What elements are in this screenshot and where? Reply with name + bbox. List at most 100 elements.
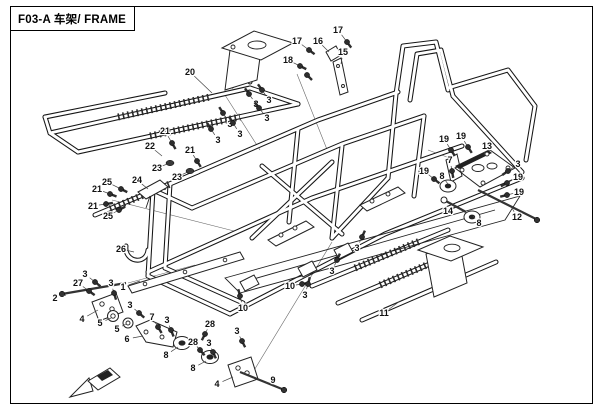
bolt-head	[465, 144, 471, 150]
callout-label: 19	[514, 187, 524, 197]
callout-label: 3	[329, 266, 334, 276]
bolt-icon	[501, 168, 511, 176]
bolt-icon	[111, 290, 118, 301]
part-12-bolt	[477, 189, 541, 224]
callout-label: 7	[149, 312, 154, 322]
bolt-icon	[210, 349, 217, 359]
callout-label: 7	[447, 155, 452, 165]
bolt-icon	[297, 63, 307, 71]
callout-label: 13	[482, 141, 492, 151]
page-title: F03-A 车架/ FRAME	[18, 13, 126, 26]
bolt-head	[208, 126, 214, 132]
frame-details	[58, 30, 541, 398]
bolt-head	[220, 110, 226, 116]
bolt-icon	[359, 230, 366, 240]
callout-label: 5	[97, 318, 102, 328]
bolt-icon	[103, 201, 114, 207]
bolt-head	[504, 180, 510, 186]
leader-line	[141, 183, 149, 190]
bolt-icon	[86, 288, 96, 297]
bolt-head	[202, 331, 208, 337]
callout-label: 21	[92, 184, 102, 194]
bolt-icon	[116, 205, 126, 213]
callout-label: 3	[108, 278, 113, 288]
callout-label: 3	[354, 243, 359, 253]
callout-label: 20	[185, 67, 195, 77]
callout-label: 17	[292, 36, 302, 46]
leader-line	[452, 205, 457, 209]
title-block: F03-A 车架/ FRAME	[10, 6, 135, 31]
bolt-icon	[465, 144, 473, 154]
bolt-icon	[244, 87, 252, 97]
callout-label: 14	[443, 206, 453, 216]
bolt-head	[239, 338, 245, 344]
callout-label: 3	[237, 129, 242, 139]
callout-label: 8	[190, 363, 195, 373]
part-9-bolt	[239, 370, 288, 394]
callout-label: 3	[266, 95, 271, 105]
bolt-icon	[449, 168, 455, 179]
bolt-head	[168, 327, 174, 333]
callout-label: 28	[205, 319, 215, 329]
callout-label: 11	[379, 308, 389, 318]
callout-label: 4	[79, 314, 84, 324]
dome-washer-icon	[165, 160, 175, 166]
bolt-icon	[237, 288, 243, 299]
leader-line	[194, 75, 213, 94]
bolt-head	[107, 191, 113, 197]
part-14-spacer	[440, 196, 467, 213]
leader-line	[388, 300, 401, 310]
bolt-icon	[118, 186, 128, 194]
direction-flag-icon	[68, 367, 121, 398]
bolt-head	[169, 140, 175, 146]
callout-label: 9	[270, 375, 275, 385]
bolt-head	[306, 47, 312, 53]
bolt-icon	[305, 276, 311, 287]
bolt-head	[259, 87, 265, 93]
leader-line	[265, 382, 268, 384]
callout-label: 26	[116, 244, 126, 254]
bolt-icon	[257, 83, 265, 93]
bolt-icon	[499, 192, 510, 198]
bolt-head	[194, 158, 200, 164]
bolt-icon	[92, 279, 102, 288]
bolt-head	[504, 192, 510, 198]
bolt-head	[344, 39, 350, 45]
bolt-head	[305, 281, 311, 287]
bolt-icon	[169, 140, 177, 150]
callout-label: 10	[285, 281, 295, 291]
bolt-head	[237, 293, 243, 299]
leader-line	[483, 151, 486, 156]
bolt-icon	[107, 191, 117, 198]
bolt-icon	[194, 158, 202, 168]
bolt-head	[230, 120, 236, 126]
bolt-icon	[431, 176, 441, 185]
callout-label: 15	[338, 47, 348, 57]
part-8-mount	[439, 179, 481, 224]
leader-line	[170, 346, 179, 352]
leader-line	[60, 294, 67, 297]
callout-label: 19	[513, 172, 523, 182]
bolt-head	[92, 279, 98, 285]
page-border	[10, 6, 593, 404]
callout-label: 28	[188, 337, 198, 347]
part-24-plate	[137, 179, 169, 200]
callout-label: 21	[160, 126, 170, 136]
bolt-head	[448, 147, 454, 153]
callout-label: 19	[456, 131, 466, 141]
callout-label: 27	[73, 278, 83, 288]
bolt-icon	[334, 253, 341, 263]
callout-label: 19	[439, 134, 449, 144]
bolt-head	[299, 281, 305, 287]
leader-line	[445, 180, 449, 185]
callout-label: 21	[185, 145, 195, 155]
bolt-head	[256, 105, 262, 111]
bolt-head	[103, 201, 109, 207]
bolt-icon	[306, 47, 316, 56]
bolt-icon	[344, 39, 353, 49]
bolt-head	[111, 290, 117, 296]
callout-label: 1	[120, 282, 125, 292]
callout-label: 3	[515, 159, 520, 169]
